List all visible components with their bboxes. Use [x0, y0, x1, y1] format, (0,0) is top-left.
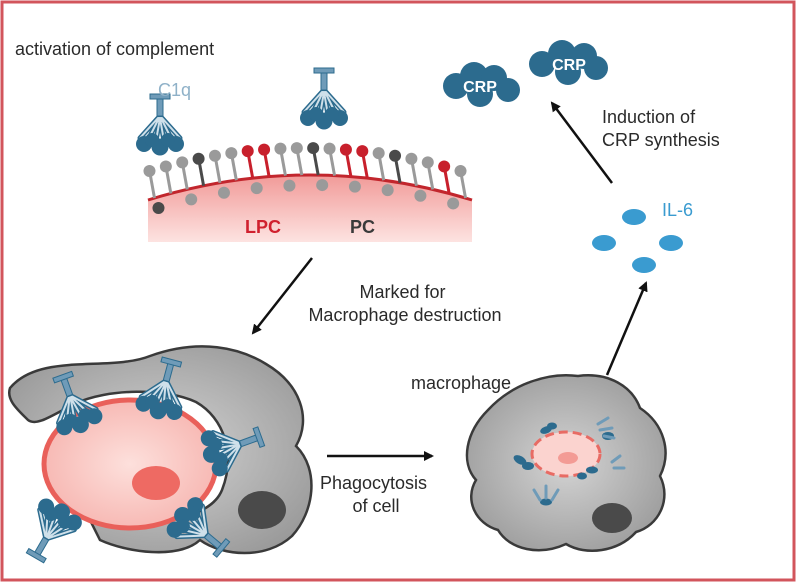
membrane-line — [147, 173, 473, 202]
lipid-tail — [263, 154, 271, 177]
lipid-tail — [149, 175, 156, 199]
phagocytosis-line-2: of cell — [352, 496, 399, 516]
lipid-head-lower — [250, 182, 263, 195]
lipid-head — [225, 147, 238, 160]
lipid-head — [192, 152, 205, 165]
lipid-tail — [247, 155, 255, 179]
lipid-tail — [279, 153, 287, 176]
crp-label-2: CRP — [552, 57, 586, 74]
arrow-to-crp — [550, 101, 613, 184]
lpc-label: LPC — [245, 217, 281, 237]
lipid-head-lower — [381, 184, 394, 197]
lipid-head-lower — [152, 202, 165, 215]
lipid-tail — [394, 160, 402, 183]
lipid-head — [323, 142, 336, 155]
macrophage-engulfing — [7, 345, 313, 555]
lipid-head — [241, 145, 254, 158]
lipid-head — [274, 142, 287, 155]
target-cell — [41, 397, 219, 531]
lipid-head — [159, 160, 172, 173]
marked-line-2: Macrophage destruction — [308, 305, 501, 325]
lipid-head — [339, 143, 352, 156]
lipid-tail — [312, 152, 320, 176]
induction-label: Induction of CRP synthesis — [602, 107, 720, 150]
marked-label: Marked for Macrophage destruction — [308, 282, 501, 325]
lipid-head — [208, 149, 221, 162]
lipid-tail — [198, 163, 206, 187]
lipid-head — [389, 149, 402, 162]
arrow-to-il6 — [605, 281, 648, 376]
lipid-tail — [460, 175, 467, 199]
lipid-head — [405, 152, 418, 165]
il6-molecules — [592, 209, 683, 273]
lipid-head — [454, 165, 467, 178]
lipid-head-lower — [283, 179, 296, 192]
crp-molecule-1: CRP — [443, 62, 520, 107]
macrophage-nucleus-left — [238, 491, 286, 529]
fragment-c1q-pieces — [532, 416, 626, 502]
arrow-marked — [251, 257, 313, 335]
target-cell-nucleus — [132, 466, 180, 500]
phagocytosis-line-1: Phagocytosis — [320, 473, 427, 493]
lipid-tail — [361, 155, 369, 179]
crp-label-1: CRP — [463, 79, 497, 96]
membrane-body — [148, 175, 472, 242]
lipid-head — [356, 145, 369, 158]
lipid-tail — [427, 167, 435, 190]
induction-line-1: Induction of — [602, 107, 696, 127]
lipid-head-lower — [447, 197, 460, 210]
lipid-tail — [329, 153, 337, 176]
lipid-head — [143, 165, 156, 178]
c1q-molecule-left — [136, 94, 184, 156]
lipid-tail — [214, 160, 222, 183]
macrophage-right — [465, 374, 667, 552]
lipid-head-lower — [316, 179, 329, 192]
c1q-label: C1q — [158, 80, 191, 100]
macrophage-nucleus-right — [592, 503, 632, 533]
phagocytosis-label: Phagocytosis of cell — [320, 473, 432, 516]
lipid-head — [307, 142, 320, 155]
lipid-tail — [181, 167, 189, 190]
crp-molecule-2: CRP — [529, 40, 608, 85]
lipid-head — [290, 142, 303, 155]
lipid-head-lower — [185, 193, 198, 206]
lipid-head — [372, 147, 385, 160]
lipid-head — [438, 160, 451, 173]
lipid-tail — [410, 163, 418, 187]
pc-label: PC — [350, 217, 375, 237]
induction-line-2: CRP synthesis — [602, 130, 720, 150]
lipid-tail — [443, 171, 451, 194]
lipid-head-lower — [348, 180, 361, 193]
lipid-tail — [345, 154, 353, 177]
activation-label: activation of complement — [15, 39, 214, 59]
lipid-head-lower — [414, 189, 427, 202]
lipid-tail — [230, 157, 238, 181]
membrane-section — [136, 68, 473, 242]
lipid-tail — [296, 152, 304, 176]
c1q-molecule-right — [300, 68, 348, 130]
lipid-head-lower — [217, 186, 230, 199]
marked-line-1: Marked for — [359, 282, 445, 302]
macrophage-label: macrophage — [411, 373, 511, 393]
lipid-head — [176, 156, 189, 169]
lipid-head — [421, 156, 434, 169]
lipid-head — [258, 143, 271, 156]
lipid-heads — [143, 142, 467, 215]
il6-label: IL-6 — [662, 200, 693, 220]
lipid-tail — [165, 171, 173, 194]
lipid-tail — [378, 157, 386, 181]
